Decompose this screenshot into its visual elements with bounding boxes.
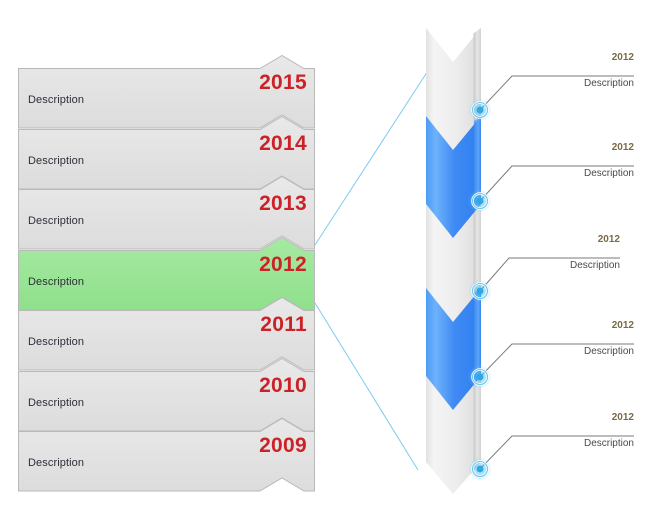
arrow-markers [468, 98, 492, 481]
marker-dot-1[interactable] [468, 98, 492, 122]
callout-leader-1 [479, 75, 634, 111]
timeline-row-description: Description [28, 215, 85, 227]
callout-leader-4 [479, 343, 634, 378]
arrow-right-edge [474, 28, 481, 470]
timeline-row[interactable]: Description 2015 [18, 55, 315, 129]
timeline-row-shape [18, 357, 315, 431]
timeline-row[interactable]: Description 2009 [18, 418, 315, 492]
callout-year: 2012 [611, 320, 634, 331]
marker-dot-2[interactable] [468, 189, 492, 213]
arrow-blue-segment-2 [426, 288, 481, 410]
timeline-row-shape [18, 236, 315, 310]
callout-description: Description [583, 438, 634, 449]
callout-description: Description [569, 260, 620, 271]
timeline-row-fill [18, 236, 315, 310]
timeline-row-shape [18, 297, 315, 371]
timeline-row-description: Description [28, 336, 85, 348]
timeline-row-year: 2010 [259, 373, 307, 397]
timeline-row-description: Description [28, 396, 85, 409]
marker-dot-4[interactable] [468, 365, 492, 389]
timeline-row[interactable]: Description 2010 [18, 357, 315, 431]
timeline-row-shape [18, 418, 315, 492]
connector-line-top [314, 62, 434, 246]
timeline-row[interactable]: Description 2011 [18, 297, 315, 371]
timeline-row-description: Description [28, 94, 85, 106]
callout-year: 2012 [597, 234, 620, 245]
marker-dot-3[interactable] [468, 279, 492, 303]
connector-line-bottom [314, 302, 419, 471]
timeline-row-fill [18, 297, 315, 371]
timeline-row-year: 2013 [259, 192, 307, 215]
callout-description: Description [583, 168, 634, 179]
callout-description: Description [583, 78, 634, 89]
marker-dot-5[interactable] [468, 457, 492, 481]
callout-leader-5 [479, 435, 634, 470]
timeline-row-shape [18, 55, 315, 129]
timeline-row-description: Description [28, 275, 85, 288]
blue-chevron-2-edge [474, 288, 481, 383]
blue-chevron-2 [426, 288, 481, 410]
callout-leader-2 [479, 165, 634, 202]
arrow-blue-segment-1 [426, 116, 481, 238]
arrow-top-notch [426, 20, 481, 62]
callout-leader-3 [479, 257, 620, 292]
timeline-row-fill [18, 55, 315, 129]
timeline-row-year: 2015 [259, 71, 307, 94]
timeline-row-year: 2009 [259, 434, 307, 457]
timeline-row-description: Description [28, 457, 85, 469]
timeline-row-year: 2011 [260, 313, 307, 336]
callout-year: 2012 [611, 52, 634, 63]
timeline-row-shape [18, 115, 315, 189]
timeline-row[interactable]: Description 2014 [18, 115, 315, 189]
timeline-row-fill [18, 418, 315, 492]
callout-year: 2012 [611, 412, 634, 423]
timeline-row[interactable]: Description 2012 [18, 236, 315, 310]
callout-leader-lines [479, 75, 634, 470]
timeline-row-year: 2012 [259, 252, 307, 276]
timeline-row-fill [18, 115, 315, 189]
timeline-row-fill [18, 357, 315, 431]
timeline-row[interactable]: Description 2013 [18, 176, 315, 250]
timeline-row-description: Description [28, 154, 85, 167]
callout-year: 2012 [611, 142, 634, 153]
timeline-row-fill [18, 176, 315, 250]
blue-chevron-1 [426, 116, 481, 238]
timeline-row-shape [18, 176, 315, 250]
timeline-row-year: 2014 [259, 131, 307, 155]
callout-description: Description [583, 346, 634, 357]
blue-chevron-1-edge [474, 116, 481, 211]
